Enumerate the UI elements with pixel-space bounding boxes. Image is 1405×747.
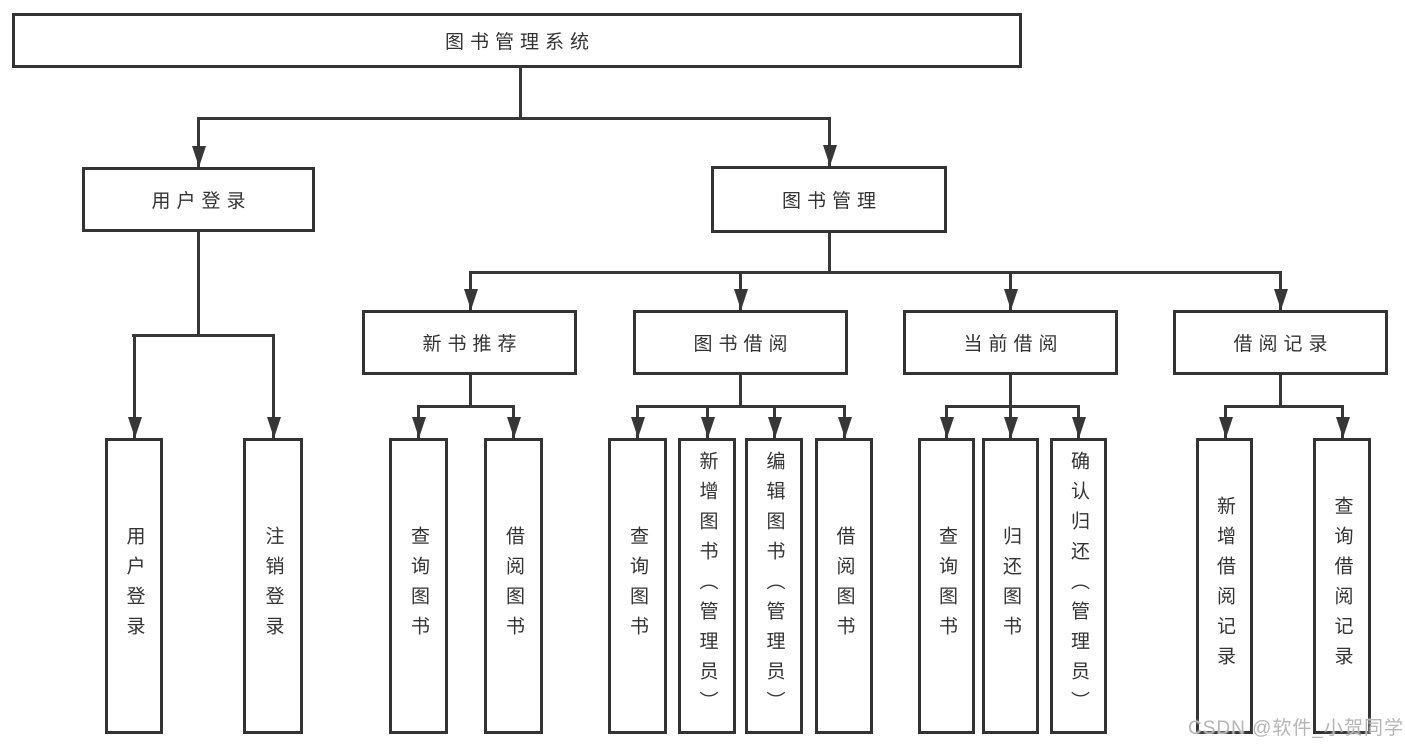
leaf-confirm-return-admin: 确认归还（管理员） bbox=[1050, 438, 1107, 734]
node-book-borrow: 图书借阅 bbox=[633, 310, 848, 375]
node-root-library-system: 图书管理系统 bbox=[12, 13, 1022, 68]
leaf-query-borrow-record: 查询借阅记录 bbox=[1313, 438, 1371, 734]
connector-book-borrow-stem bbox=[739, 375, 742, 407]
down-arrow-icon bbox=[636, 405, 639, 438]
down-arrow-icon bbox=[945, 405, 948, 438]
down-arrow-icon bbox=[1341, 405, 1344, 438]
leaf-query-books: 查询图书 bbox=[918, 438, 975, 734]
down-arrow-icon bbox=[1009, 271, 1012, 310]
connector-new-rec-harness bbox=[417, 405, 515, 408]
connector-current-borrow-stem bbox=[1009, 375, 1012, 407]
down-arrow-icon bbox=[1279, 271, 1282, 310]
down-arrow-icon bbox=[1077, 405, 1080, 438]
leaf-query-books: 查询图书 bbox=[389, 438, 448, 734]
connector-current-borrow-harness bbox=[945, 405, 1079, 408]
leaf-borrow-books: 借阅图书 bbox=[484, 438, 543, 734]
connector-book-mgmt-stem bbox=[828, 233, 831, 273]
down-arrow-icon bbox=[512, 405, 515, 438]
down-arrow-icon bbox=[1224, 405, 1227, 438]
connector-new-rec-stem bbox=[469, 375, 472, 407]
down-arrow-icon bbox=[1009, 405, 1012, 438]
connector-user-login-stem bbox=[197, 232, 200, 336]
down-arrow-icon bbox=[272, 334, 275, 438]
down-arrow-icon bbox=[828, 117, 831, 166]
leaf-borrow-books: 借阅图书 bbox=[815, 438, 873, 734]
connector-root-stem bbox=[519, 66, 522, 118]
leaf-edit-books-admin: 编辑图书（管理员） bbox=[745, 438, 803, 734]
leaf-add-borrow-record: 新增借阅记录 bbox=[1196, 438, 1253, 734]
down-arrow-icon bbox=[469, 271, 472, 310]
down-arrow-icon bbox=[773, 405, 776, 438]
connector-book-borrow-harness bbox=[636, 405, 845, 408]
leaf-logout: 注销登录 bbox=[243, 438, 303, 734]
connector-root-harness bbox=[197, 117, 831, 120]
node-user-login: 用户登录 bbox=[82, 167, 315, 232]
leaf-add-books-admin: 新增图书（管理员） bbox=[678, 438, 736, 734]
leaf-user-login: 用户登录 bbox=[105, 438, 163, 734]
down-arrow-icon bbox=[739, 271, 742, 310]
connector-borrow-records-stem bbox=[1279, 375, 1282, 407]
connector-book-mgmt-harness bbox=[469, 271, 1281, 274]
node-new-book-recommend: 新书推荐 bbox=[362, 310, 577, 375]
node-book-management: 图书管理 bbox=[711, 166, 947, 233]
connector-borrow-records-harness bbox=[1224, 405, 1343, 408]
down-arrow-icon bbox=[706, 405, 709, 438]
leaf-return-books: 归还图书 bbox=[982, 438, 1039, 734]
down-arrow-icon bbox=[133, 334, 136, 438]
leaf-query-books: 查询图书 bbox=[608, 438, 667, 734]
node-borrow-records: 借阅记录 bbox=[1173, 310, 1388, 375]
csdn-watermark: CSDN @软件_小贺同学 bbox=[1188, 718, 1404, 739]
connector-user-login-harness bbox=[132, 334, 274, 337]
down-arrow-icon bbox=[197, 117, 200, 167]
node-current-borrow: 当前借阅 bbox=[903, 310, 1118, 375]
down-arrow-icon bbox=[843, 405, 846, 438]
down-arrow-icon bbox=[417, 405, 420, 438]
